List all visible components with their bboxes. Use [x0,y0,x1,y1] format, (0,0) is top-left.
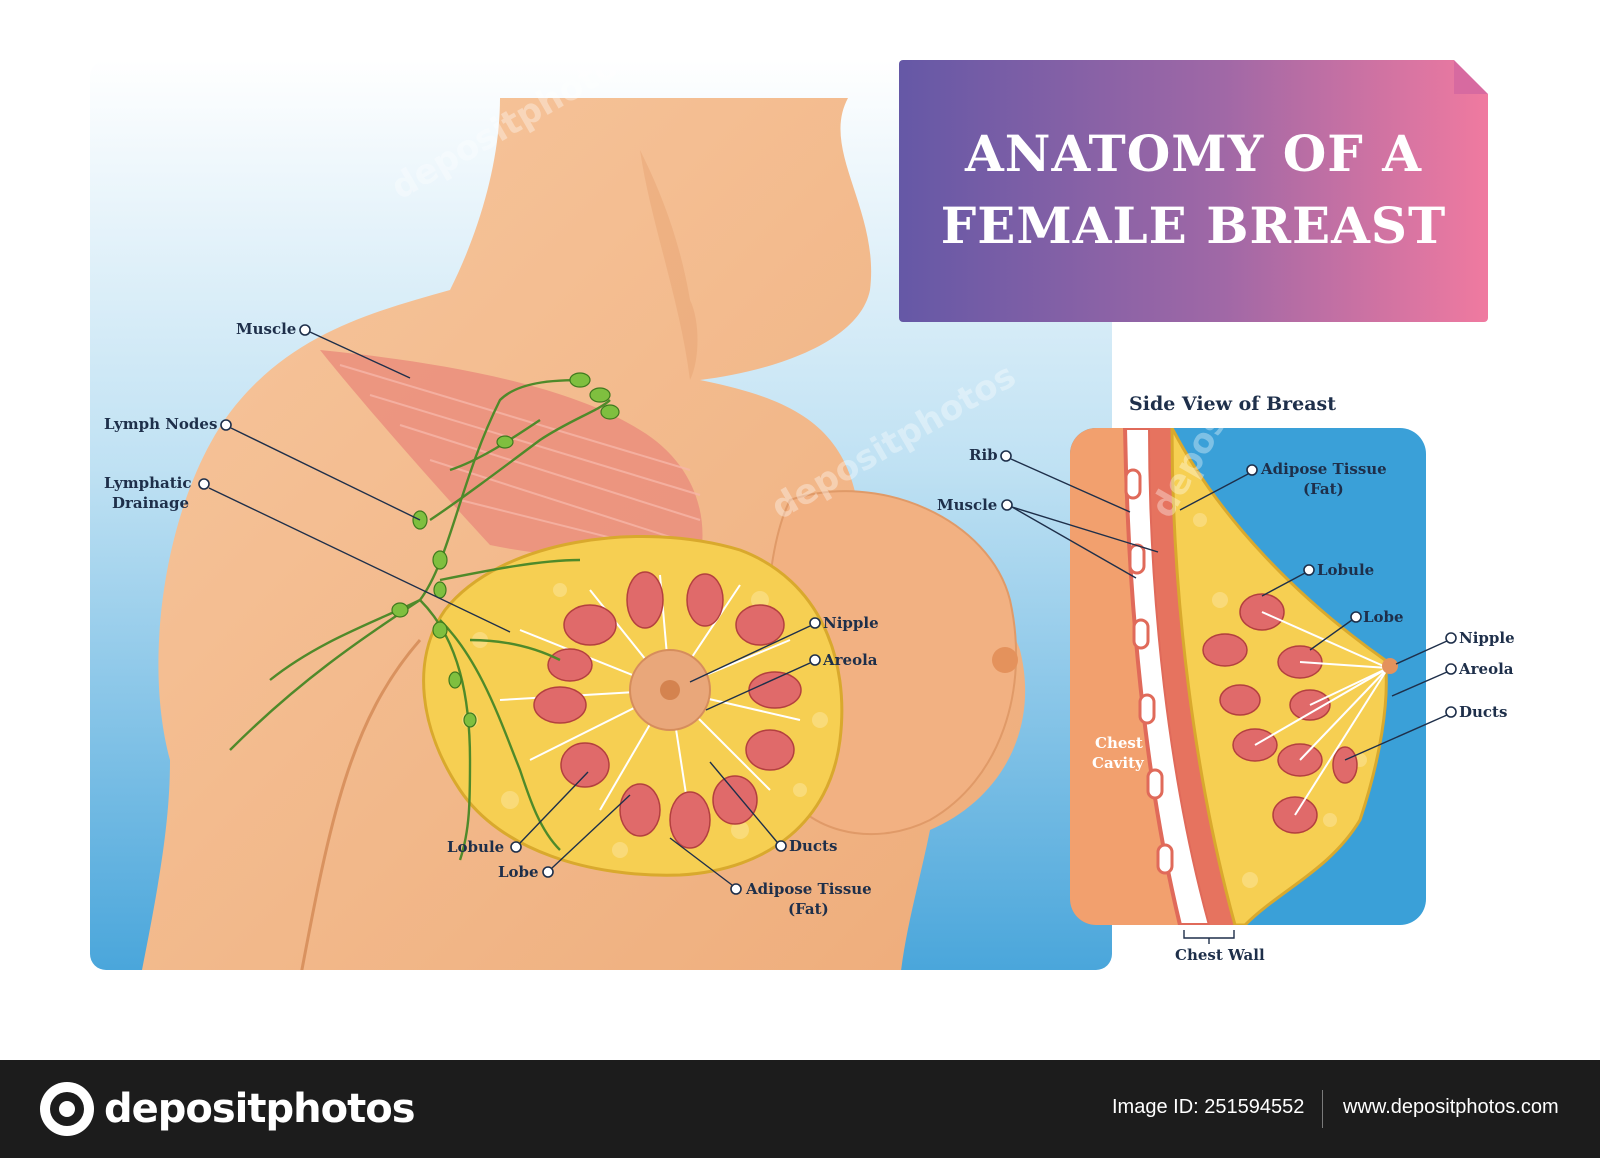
lymphatic-vessels [229,378,611,861]
label-dot [1303,564,1315,576]
label-dot [198,478,210,490]
label-dot [1445,663,1457,675]
page-title: ANATOMY OF A FEMALE BREAST [899,118,1488,262]
label-lymphatic-drainage-line2: Drainage [112,494,189,512]
title-line-2: FEMALE BREAST [940,196,1447,255]
title-line-1: ANATOMY OF A [964,124,1423,183]
depositphotos-logo[interactable]: depositphotos [40,1082,416,1136]
label-side-areola: Areola [1458,660,1514,678]
label-chest-cavity-line2: Cavity [1092,754,1145,772]
pectoral-muscle [320,350,703,560]
label-ducts: Ducts [789,837,837,855]
label-side-muscle: Muscle [937,496,997,514]
label-side-lobe: Lobe [1363,608,1404,626]
label-dot [1445,632,1457,644]
label-chest-wall: Chest Wall [1175,946,1265,964]
side-view: depositphotos [1070,428,1398,925]
label-side-lobule: Lobule [1317,561,1374,579]
label-dot [299,324,311,336]
side-labels: Rib Muscle Adipose Tissue (Fat) Lobule L… [937,446,1515,964]
label-lymphatic-drainage-line1: Lymphatic [104,474,191,492]
label-dot [730,883,742,895]
label-lobule: Lobule [447,838,504,856]
side-nipple [1382,658,1398,674]
front-nipple [660,680,680,700]
label-dot [809,617,821,629]
anatomy-illustration: depositphotos depositphotos Muscle Lymph… [90,60,1515,970]
label-dot [1246,464,1258,476]
label-dot [542,866,554,878]
logo-text: depositphotos [104,1086,416,1132]
label-lobe: Lobe [498,863,539,881]
label-dot [775,840,787,852]
label-dot [1001,499,1013,511]
label-dot [510,841,522,853]
label-side-adipose-line2: (Fat) [1303,480,1344,498]
label-dot [809,654,821,666]
camera-lens-icon [40,1082,94,1136]
image-id: Image ID: 251594552 [1112,1096,1305,1118]
label-dot [1000,450,1012,462]
label-side-nipple: Nipple [1459,629,1515,647]
label-adipose-line2: (Fat) [788,900,829,918]
label-dot [220,419,232,431]
side-breast-tissue [1170,428,1388,925]
title-background [899,60,1488,322]
label-areola: Areola [822,651,878,669]
title-corner-fold [1454,60,1488,94]
label-side-adipose-line1: Adipose Tissue [1260,460,1387,478]
footer-divider [1322,1090,1323,1128]
label-adipose-line1: Adipose Tissue [745,880,872,898]
side-view-heading: Side View of Breast [1129,393,1336,415]
lymph-nodes [391,372,620,728]
label-side-ducts: Ducts [1459,703,1507,721]
label-dot [1445,706,1457,718]
label-rib: Rib [969,446,998,464]
label-dot [1350,611,1362,623]
label-chest-cavity-line1: Chest [1095,734,1143,752]
site-link[interactable]: www.depositphotos.com [1343,1096,1559,1118]
label-muscle: Muscle [236,320,296,338]
label-nipple: Nipple [823,614,879,632]
footer-bar: depositphotos Image ID: 251594552 www.de… [0,1060,1600,1158]
front-labels: Muscle Lymph Nodes Lymphatic Drainage Ni… [104,320,879,918]
front-lobules [533,571,802,849]
title-card: ANATOMY OF A FEMALE BREAST [899,60,1488,322]
label-lymph-nodes: Lymph Nodes [104,415,217,433]
